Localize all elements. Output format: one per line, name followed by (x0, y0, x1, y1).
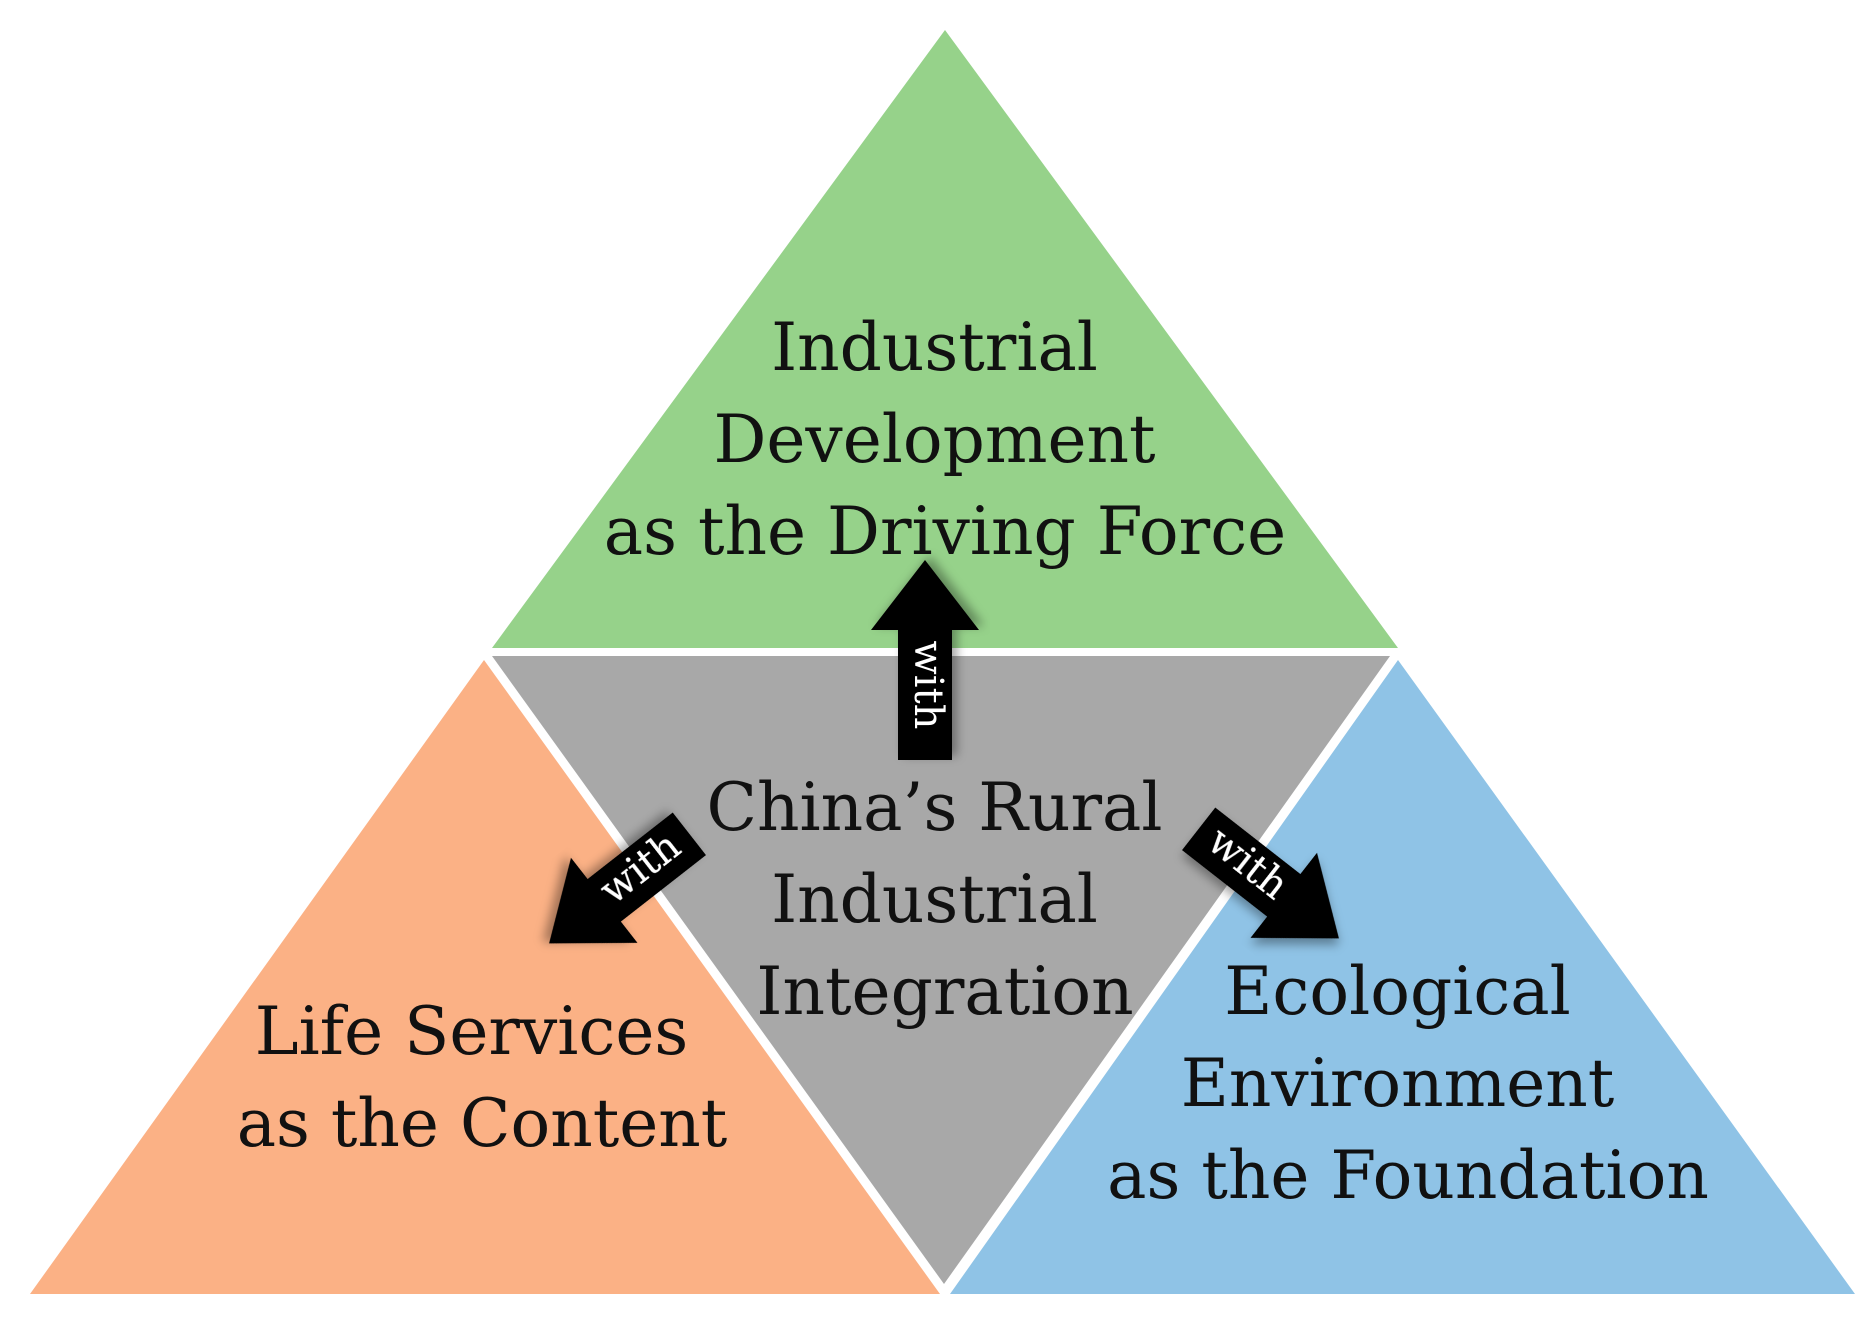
right-triangle (950, 660, 1855, 1294)
left-label-line-1: Life Services (255, 993, 689, 1070)
arrow-right-down: with (1182, 807, 1339, 939)
right-label-line-2: Environment (1181, 1045, 1615, 1122)
top-triangle (492, 30, 1398, 648)
right-triangle-label: Ecological Environment as the Foundation (1107, 953, 1709, 1214)
center-triangle (492, 656, 1390, 1284)
center-triangle-label: China’s Rural Industrial Integration (707, 769, 1184, 1030)
arrow-up-shape (871, 560, 979, 760)
center-label-line-1: China’s Rural (707, 769, 1163, 846)
center-label-line-3: Integration (756, 953, 1133, 1030)
left-label-line-2: as the Content (237, 1085, 728, 1162)
arrow-right-down-shape (1182, 807, 1339, 939)
top-triangle-label: Industrial Development as the Driving Fo… (604, 309, 1286, 570)
left-triangle (30, 660, 940, 1294)
center-label-line-2: Industrial (771, 861, 1098, 938)
arrow-up: with (871, 560, 979, 760)
arrow-up-label: with (905, 641, 951, 730)
left-triangle-label: Life Services as the Content (237, 993, 728, 1162)
top-label-line-1: Industrial (771, 309, 1098, 386)
arrow-left-down-shape (549, 812, 706, 944)
right-label-line-3: as the Foundation (1107, 1137, 1709, 1214)
top-label-line-3: as the Driving Force (604, 493, 1286, 570)
right-label-line-1: Ecological (1224, 953, 1571, 1030)
top-label-line-2: Development (713, 401, 1155, 478)
